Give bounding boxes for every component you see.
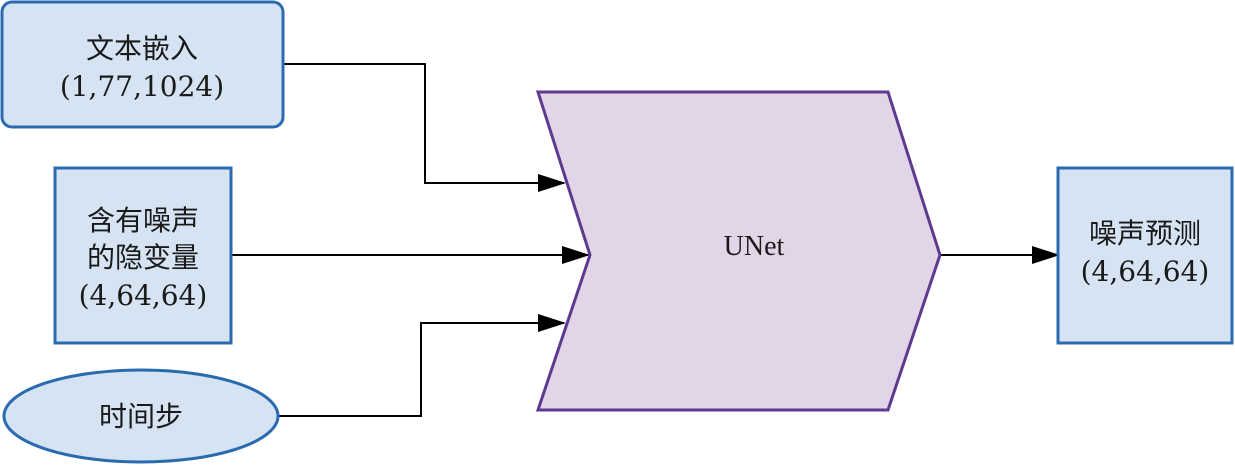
text-embedding-box bbox=[0, 0, 285, 129]
noisy-latent-label-line2: 的隐变量 bbox=[87, 241, 199, 274]
edge-timestep-to-unet bbox=[279, 314, 566, 417]
unet-label: UNet bbox=[724, 231, 785, 262]
node-timestep: 时间步 bbox=[2, 368, 280, 464]
timestep-ellipse bbox=[2, 368, 280, 464]
noise-prediction-shape: (4,64,64) bbox=[1081, 255, 1210, 288]
timestep-label: 时间步 bbox=[99, 400, 183, 433]
noisy-latent-shape: (4,64,64) bbox=[79, 279, 208, 312]
node-text-embedding: 文本嵌入 (1,77,1024) bbox=[0, 0, 285, 129]
noise-prediction-label: 噪声预测 bbox=[1089, 217, 1201, 250]
noise-prediction-box bbox=[1056, 166, 1234, 345]
edge-text-embedding-to-unet bbox=[283, 63, 566, 192]
text-embedding-shape: (1,77,1024) bbox=[60, 70, 224, 103]
unet-chevron bbox=[535, 90, 942, 412]
text-embedding-label: 文本嵌入 bbox=[86, 32, 198, 65]
node-noisy-latent: 含有噪声 的隐变量 (4,64,64) bbox=[53, 166, 233, 345]
noisy-latent-box bbox=[53, 166, 233, 345]
node-unet: UNet bbox=[535, 90, 942, 412]
noisy-latent-label-line1: 含有噪声 bbox=[87, 204, 199, 237]
node-noise-prediction: 噪声预测 (4,64,64) bbox=[1056, 166, 1234, 345]
